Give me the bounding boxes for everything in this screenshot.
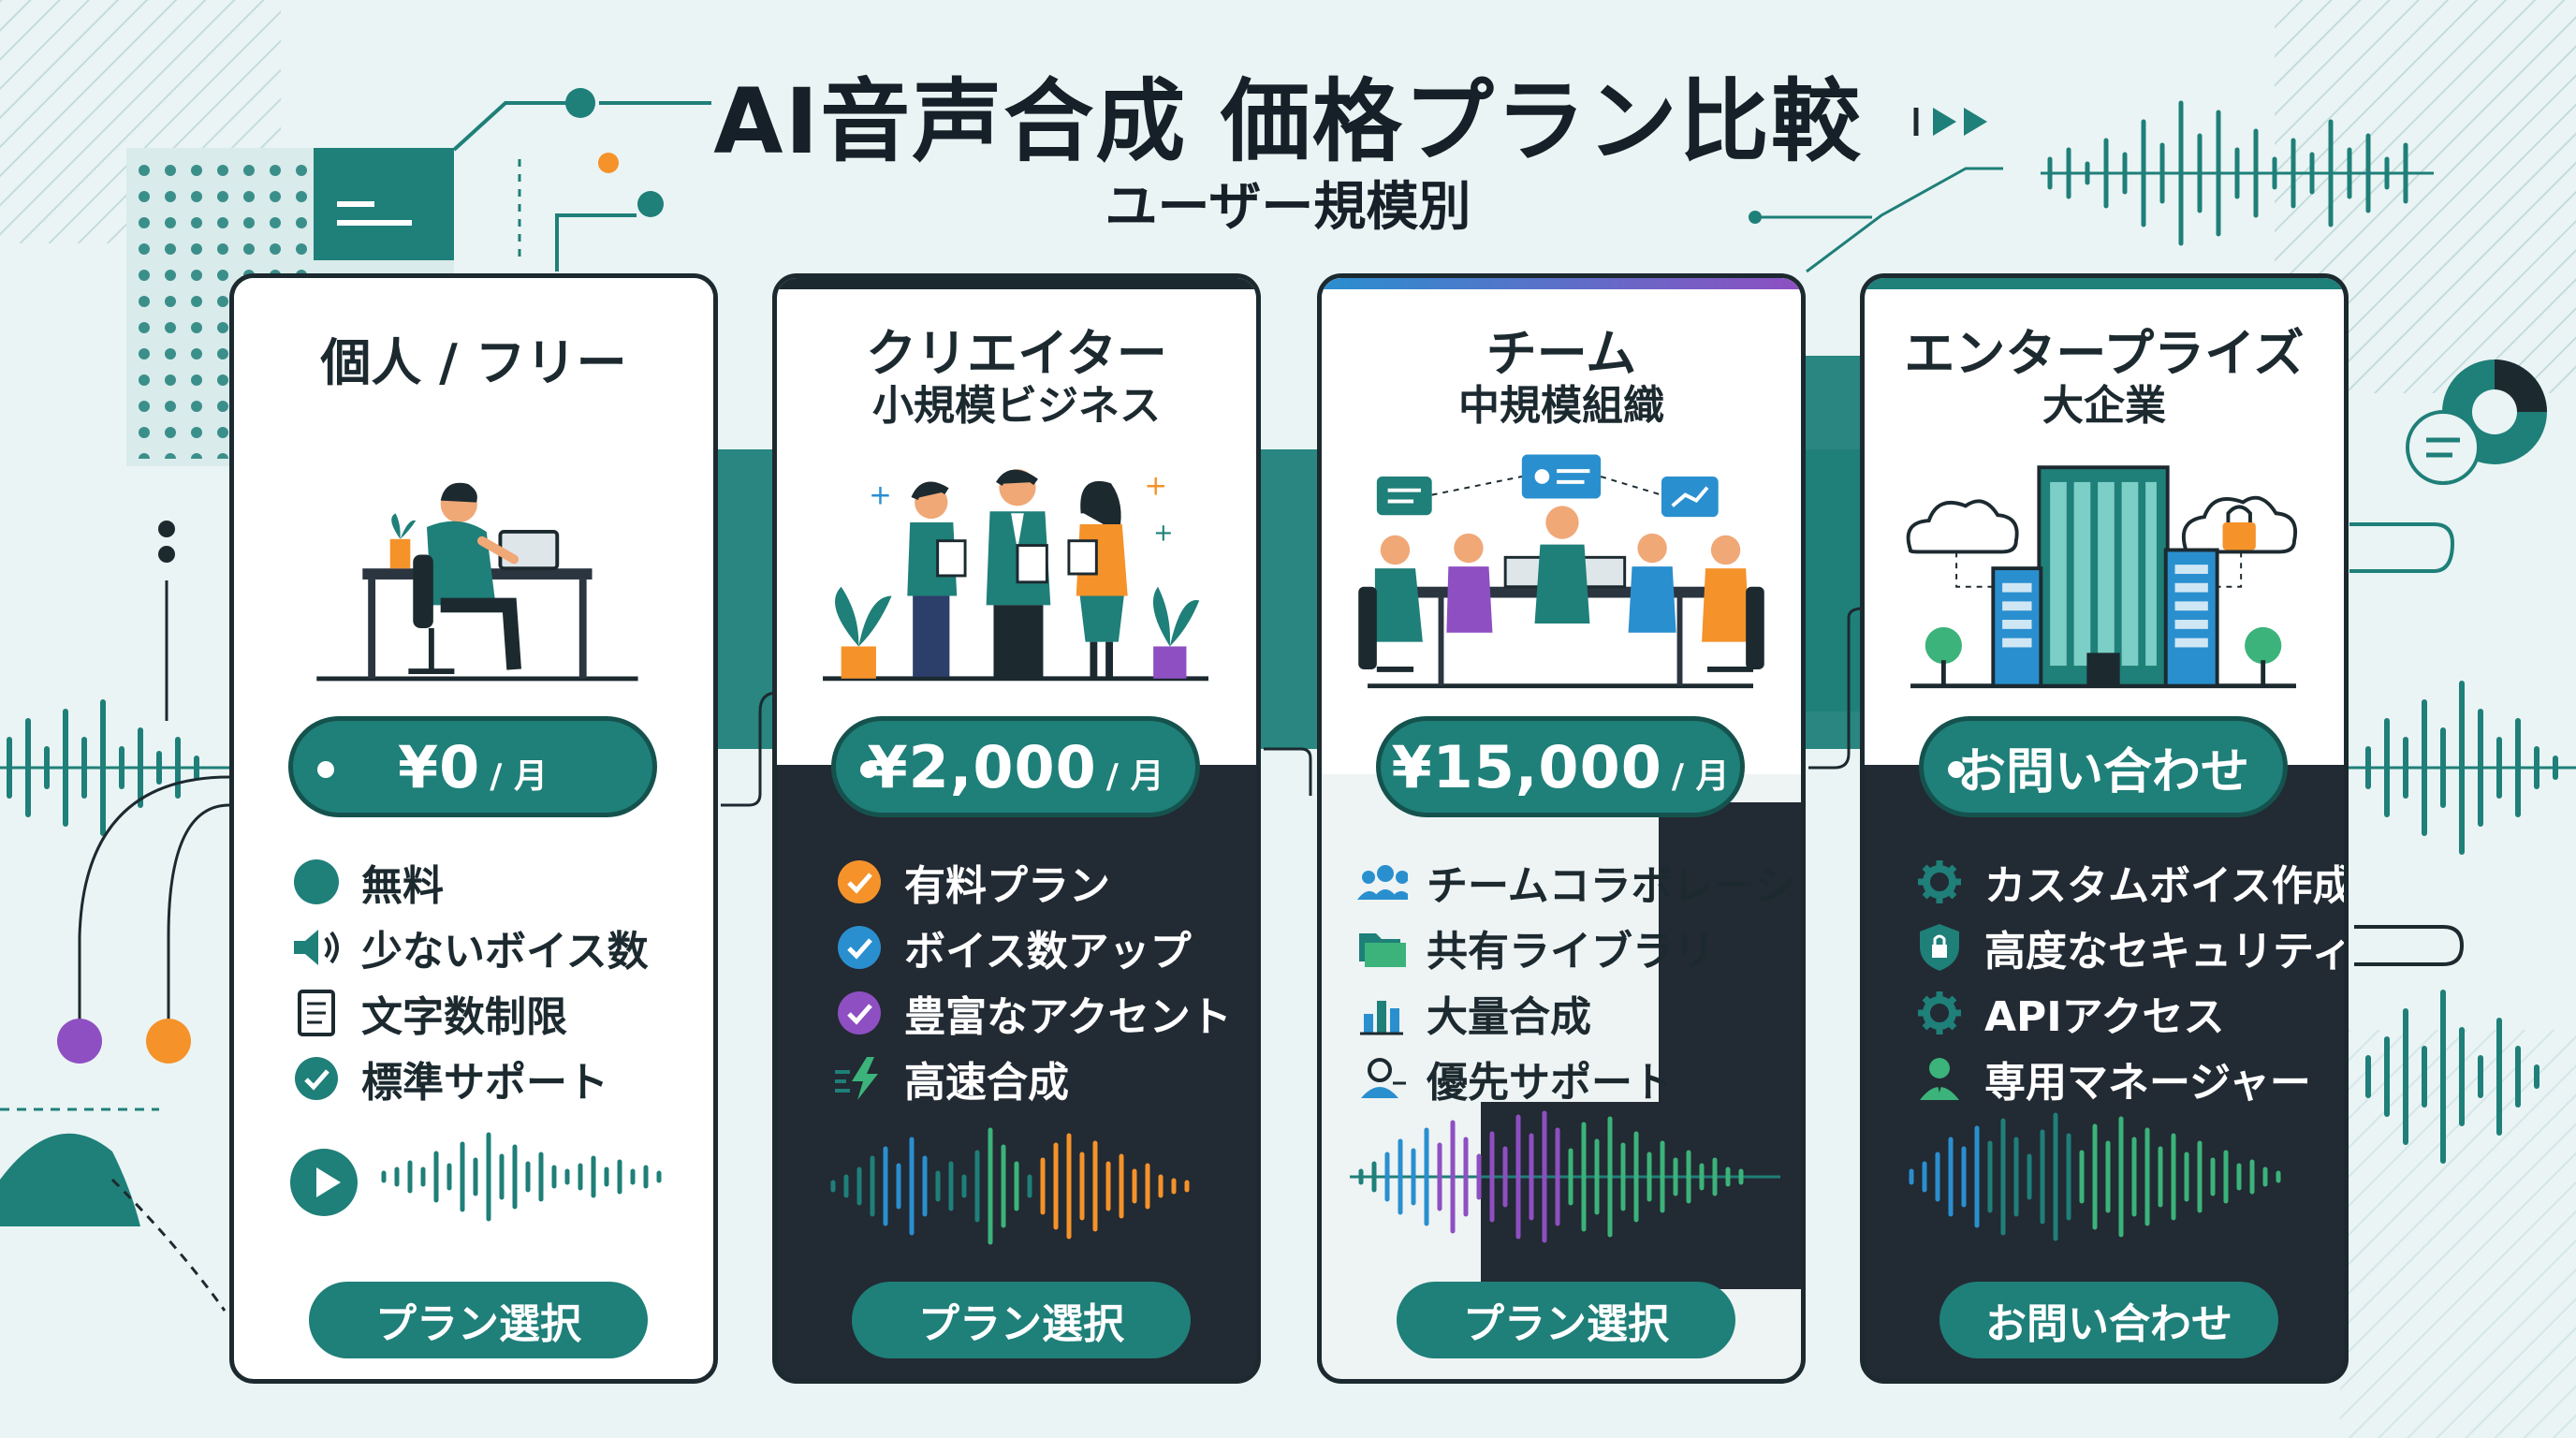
price-amount: ¥15,000	[1391, 732, 1662, 801]
team-icon	[1355, 856, 1408, 908]
contact-button[interactable]: お問い合わせ	[1939, 1282, 2278, 1358]
purple-check-icon	[833, 987, 886, 1039]
feature-item: 標準サポート	[290, 1046, 713, 1111]
blue-check-icon	[833, 921, 886, 974]
feature-item: 専用マネージャー	[1913, 1046, 2344, 1111]
page-title: AI音声合成 価格プラン比較	[713, 69, 1863, 174]
price-tag: お問い合わせ	[1919, 716, 2288, 817]
office-building-illustration	[1906, 465, 2297, 689]
price-contact: お問い合わせ	[1956, 743, 2249, 800]
orange-check-icon	[833, 856, 886, 908]
waveform-graphic	[381, 1132, 662, 1222]
select-plan-button[interactable]: プラン選択	[309, 1282, 648, 1358]
team-of-three-illustration: + + +	[823, 469, 1208, 682]
gear-icon	[1913, 856, 1966, 908]
support-user-icon	[1355, 1052, 1408, 1105]
feature-item: 優先サポート	[1355, 1046, 1786, 1111]
plan-sub: 大企業	[2042, 382, 2166, 430]
select-plan-button[interactable]: プラン選択	[1397, 1282, 1735, 1358]
manager-icon	[1913, 1052, 1966, 1105]
feature-item: ボイス数アップ	[833, 915, 1256, 980]
svg-text:+: +	[1153, 520, 1173, 548]
svg-text:+: +	[1144, 470, 1167, 502]
plan-name: チーム	[1486, 324, 1637, 383]
shield-lock-icon	[1913, 921, 1966, 974]
feature-item: チームコラボレーション	[1355, 849, 1801, 915]
feature-list: 有料プラン ボイス数アップ 豊富なアクセント 高速合成	[833, 849, 1256, 1111]
plan-card-creator: クリエイター 小規模ビジネス + + + ¥2,000 / 月	[772, 273, 1261, 1384]
feature-item: 高度なセキュリティ	[1913, 915, 2344, 980]
price-unit: / 月	[490, 757, 548, 796]
play-button[interactable]	[290, 1149, 358, 1216]
select-plan-button[interactable]: プラン選択	[852, 1282, 1191, 1358]
waveform-graphic	[1350, 1110, 1780, 1243]
teal-dot-icon	[290, 856, 343, 908]
bar-chart-icon	[1355, 987, 1408, 1039]
feature-item: APIアクセス	[1913, 980, 2344, 1046]
waveform-graphic	[830, 1127, 1190, 1245]
price-amount: ¥0	[398, 732, 481, 801]
price-tag: ¥0 / 月	[288, 716, 657, 817]
price-unit: / 月	[1105, 757, 1164, 796]
plan-card-team: チーム 中規模組織 ¥15,000 / 月 チームコラボレーション	[1317, 273, 1806, 1384]
feature-item: 無料	[290, 849, 713, 915]
feature-item: 共有ライブラリ	[1355, 915, 1786, 980]
feature-list: カスタムボイス作成 高度なセキュリティ APIアクセス 専用マネージャー	[1913, 849, 2344, 1111]
feature-item: 高速合成	[833, 1046, 1256, 1111]
team-meeting-illustration	[1358, 454, 1764, 689]
plan-name: エンタープライズ	[1904, 324, 2305, 383]
plan-card-free: 個人 / フリー ¥0 / 月 無料 少ないボイス数 文字数制限	[229, 273, 718, 1384]
feature-item: 大量合成	[1355, 980, 1786, 1046]
plan-card-enterprise: エンタープライズ 大企業 お問い合わせ カスタムボイス作成	[1860, 273, 2349, 1384]
feature-item: 有料プラン	[833, 849, 1256, 915]
waveform-graphic	[1909, 1112, 2281, 1241]
plan-name: クリエイター	[866, 324, 1167, 383]
gear-icon	[1913, 987, 1966, 1039]
check-circle-icon	[290, 1052, 343, 1105]
feature-item: 少ないボイス数	[290, 915, 713, 980]
price-tag: ¥2,000 / 月	[831, 716, 1200, 817]
plan-sub: 中規模組織	[1458, 382, 1664, 430]
svg-text:+: +	[869, 478, 892, 510]
price-tag: ¥15,000 / 月	[1376, 716, 1745, 817]
feature-list: 無料 少ないボイス数 文字数制限 標準サポート	[290, 849, 713, 1111]
feature-item: 文字数制限	[290, 980, 713, 1046]
document-icon	[290, 987, 343, 1039]
price-unit: / 月	[1671, 757, 1730, 796]
folder-icon	[1355, 921, 1408, 974]
lightning-icon	[833, 1052, 886, 1105]
price-amount: ¥2,000	[867, 732, 1097, 801]
feature-item: カスタムボイス作成	[1913, 849, 2344, 915]
feature-list: チームコラボレーション 共有ライブラリ 大量合成 優先サポート	[1355, 849, 1801, 1111]
speaker-icon	[290, 921, 343, 974]
feature-item: 豊富なアクセント	[833, 980, 1256, 1046]
page-subtitle: ユーザー規模別	[1105, 177, 1471, 238]
plan-sub: 小規模ビジネス	[872, 382, 1161, 430]
person-at-desk-illustration	[316, 482, 638, 682]
plan-name: 個人 / フリー	[320, 333, 627, 392]
